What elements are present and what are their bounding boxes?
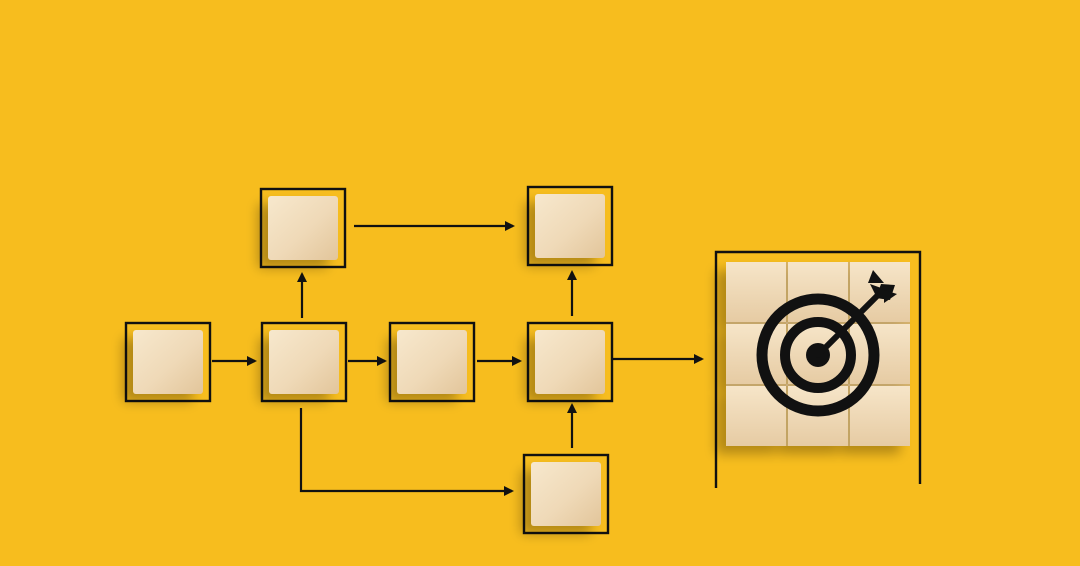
frame-start: [124, 321, 212, 403]
goal-cube: [788, 262, 848, 322]
arrow-split-to-lower: [299, 408, 514, 496]
node-frames: [124, 185, 922, 535]
frame-lower: [522, 453, 610, 535]
block-start: [133, 330, 203, 394]
block-split: [269, 330, 339, 394]
frame-goal: [714, 250, 922, 488]
target-with-arrow-icon: [756, 270, 897, 417]
block-merge: [535, 330, 605, 394]
goal-cube: [726, 324, 786, 384]
wooden-blocks: [133, 194, 605, 526]
frame-upper-right: [526, 185, 614, 267]
block-lower: [531, 462, 601, 526]
frame-split: [260, 321, 348, 403]
frame-upper-left: [259, 187, 347, 269]
goal-cube: [850, 324, 910, 384]
frame-middle: [388, 321, 476, 403]
block-upper-left: [268, 196, 338, 260]
block-upper-right: [535, 194, 605, 258]
frame-merge: [526, 321, 614, 403]
block-middle: [397, 330, 467, 394]
connector-arrows: [212, 221, 704, 496]
